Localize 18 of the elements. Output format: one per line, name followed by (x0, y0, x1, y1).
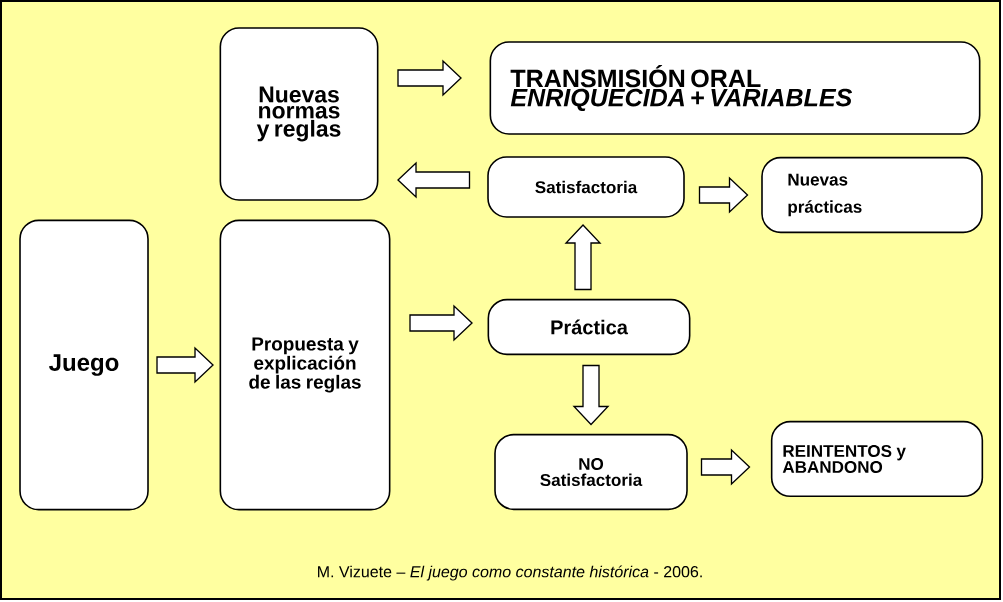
block-arrow (409, 304, 473, 342)
process-box: NO Satisfactoria (494, 433, 688, 511)
process-box: Nuevas normas y reglas (219, 27, 379, 201)
process-box: REINTENTOS y ABANDONO (770, 420, 984, 498)
process-box: Propuesta y explicación de las reglas (219, 219, 391, 511)
process-box: Práctica (487, 298, 691, 356)
process-box: Nuevas prácticas (761, 156, 983, 234)
block-arrow (564, 224, 602, 291)
block-arrow (572, 364, 610, 426)
process-box: Satisfactoria (487, 156, 685, 218)
block-arrow (397, 161, 471, 199)
block-arrow (698, 176, 749, 214)
block-arrow (156, 346, 214, 384)
block-arrow (700, 448, 751, 486)
process-box: TRANSMISIÓN ORAL ENRIQUECIDA + VARIABLES (489, 41, 981, 135)
block-arrow (397, 59, 462, 97)
process-box: Juego (19, 219, 149, 511)
caption: M. Vizuete – El juego como constante histórica - 2006. (318, 565, 702, 581)
